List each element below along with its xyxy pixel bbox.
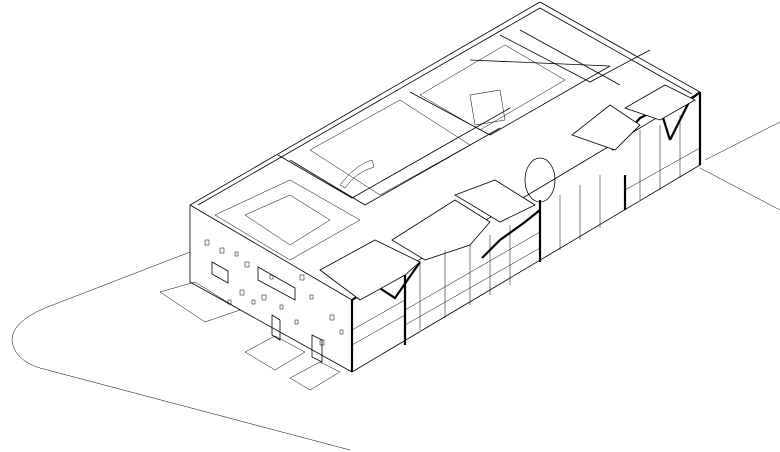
site-outline — [11, 121, 780, 451]
interior-lines — [351, 115, 701, 346]
facade-windows — [204, 239, 344, 363]
round-window — [524, 157, 556, 203]
ground-pads — [159, 281, 341, 391]
gabled-houses — [319, 84, 696, 301]
roof-courtyards — [214, 29, 651, 261]
